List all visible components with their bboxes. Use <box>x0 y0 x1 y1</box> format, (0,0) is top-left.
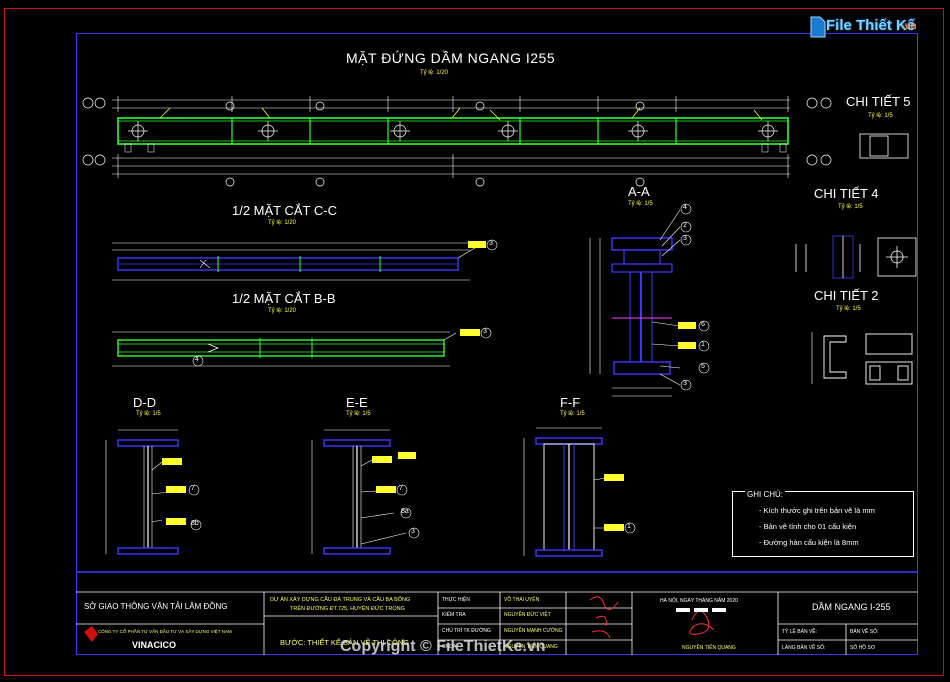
callout-number: 3 <box>483 328 487 335</box>
section-aa-title: A-A <box>628 184 650 199</box>
callout-number: 3 <box>683 380 687 387</box>
callout-number: 1 <box>701 341 705 348</box>
project-line2: TRÊN ĐƯỜNG ĐT.725, HUYỆN ĐỨC TRỌNG <box>290 606 405 612</box>
section-dd-title: D-D <box>133 395 157 410</box>
person-name: NGUYỄN MẠNH CƯỜNG <box>504 628 563 634</box>
section-cc-scale: Tỷ lệ: 1/20 <box>268 220 297 226</box>
drawing-no-label: LÀNG BẢN VẼ SỐ: <box>782 645 826 651</box>
callout-number: 3 <box>683 235 687 242</box>
detail-5-view <box>859 133 909 159</box>
section-dd-view <box>105 429 187 555</box>
section-ff-title: F-F <box>560 395 581 410</box>
section-ff-scale: Tỷ lệ: 1/5 <box>560 411 585 417</box>
callout-number: 6 <box>701 321 705 328</box>
sheet-no-label: BẢN VẼ SỐ: <box>850 629 879 635</box>
main-title: MẶT ĐỨNG DẦM NGANG I255 <box>346 50 556 66</box>
date-line: HÀ NỘI, NGÀY THÁNG NĂM 2020 <box>660 598 738 604</box>
file-label: SỐ HỒ SƠ <box>850 645 876 651</box>
section-ee-scale: Tỷ lệ: 1/5 <box>346 411 371 417</box>
watermark-logo-suffix: .vn <box>902 21 917 32</box>
section-ee-title: E-E <box>346 395 368 410</box>
callout-number: 1 <box>627 523 631 530</box>
director-name: NGUYỄN TIẾN QUANG <box>682 645 736 651</box>
person-name: NGUYỄN ĐỨC VIỆT <box>504 612 551 618</box>
callout-number: 8b <box>191 520 199 527</box>
callout-number: 3 <box>489 240 493 247</box>
section-cc-view <box>112 242 481 281</box>
note-item: - Bản vẽ tính cho 01 cấu kiện <box>759 522 857 531</box>
company-short-name: VINACICO <box>132 640 177 650</box>
section-bb-view <box>112 331 457 367</box>
main-scale: Tỷ lệ: 1/20 <box>420 70 449 76</box>
callout-number: 8a <box>401 508 409 515</box>
callout-number: 5 <box>701 363 705 370</box>
role-label: KIỂM TRA <box>442 612 466 618</box>
section-ee-view <box>311 429 407 555</box>
detail-4-scale: Tỷ lệ: 1/5 <box>838 204 863 210</box>
drawing-frame <box>76 33 918 655</box>
callout-tags <box>162 203 710 539</box>
callout-number: 7 <box>191 485 195 492</box>
detail-2-view <box>811 332 913 385</box>
file-icon <box>810 16 826 38</box>
person-name: VÕ THÁI UYÊN <box>504 597 540 603</box>
callout-number: 4 <box>195 356 199 363</box>
sheet-title: DẦM NGANG I-255 <box>812 602 891 612</box>
outer-border <box>4 8 944 676</box>
copyright-watermark: Copyright © FileThietKe.vn <box>340 638 546 655</box>
role-label: THỰC HIỆN <box>442 597 470 603</box>
section-cc-title: 1/2 MẶT CẮT C-C <box>232 203 337 218</box>
detail-2-scale: Tỷ lệ: 1/5 <box>836 306 861 312</box>
callout-number: 7 <box>399 485 403 492</box>
person-name: NGUYỄN TIẾN QUANG <box>504 644 558 650</box>
watermark-logo-text: File Thiết Kế <box>826 17 916 34</box>
role-label: CHỦ TRÌ TK ĐƯỜNG <box>442 628 491 634</box>
callout-number: 2 <box>683 222 687 229</box>
notes-title: GHI CHÚ: <box>745 490 785 499</box>
company-logo-icon <box>84 626 98 642</box>
title-block-lines <box>76 571 918 655</box>
signatures <box>589 596 715 639</box>
section-dd-scale: Tỷ lệ: 1/5 <box>136 411 161 417</box>
callout-number: 3 <box>411 528 415 535</box>
watermark-logo: File Thiết Kế .vn <box>810 14 920 40</box>
section-aa-scale: Tỷ lệ: 1/5 <box>628 201 653 207</box>
section-ff-view <box>523 427 620 557</box>
detail-5-title: CHI TIẾT 5 <box>846 94 911 109</box>
detail-5-scale: Tỷ lệ: 1/5 <box>868 113 893 119</box>
elevation-view <box>82 96 832 187</box>
note-item: - Đường hàn cấu kiện là 8mm <box>759 538 859 547</box>
project-name: DỰ ÁN XÂY DỰNG CẦU ĐÀ TRUNG VÀ CẦU BA BỐ… <box>270 597 411 603</box>
notes-box: GHI CHÚ: - Kích thước ghi trên bản vẽ là… <box>732 490 914 557</box>
section-bb-scale: Tỷ lệ: 1/20 <box>268 308 297 314</box>
note-item: - Kích thước ghi trên bản vẽ là mm <box>759 506 875 515</box>
detail-2-title: CHI TIẾT 2 <box>814 288 879 303</box>
department-name: SỞ GIAO THÔNG VẬN TẢI LÂM ĐỒNG <box>84 602 228 611</box>
design-step: BƯỚC: THIẾT KẾ BẢN VẼ THI CÔNG <box>280 638 410 647</box>
section-bb-title: 1/2 MẶT CẮT B-B <box>232 291 336 306</box>
callout-number: 4 <box>683 204 687 211</box>
role-label: CNDA <box>442 644 457 650</box>
detail-4-view <box>795 235 917 279</box>
scale-label: TỶ LỆ BẢN VẼ: <box>782 629 818 635</box>
company-name: CÔNG TY CỔ PHẦN TƯ VẤN ĐẦU TƯ VÀ XÂY DỰN… <box>98 629 232 634</box>
detail-4-title: CHI TIẾT 4 <box>814 186 879 201</box>
section-aa-view <box>589 209 681 397</box>
